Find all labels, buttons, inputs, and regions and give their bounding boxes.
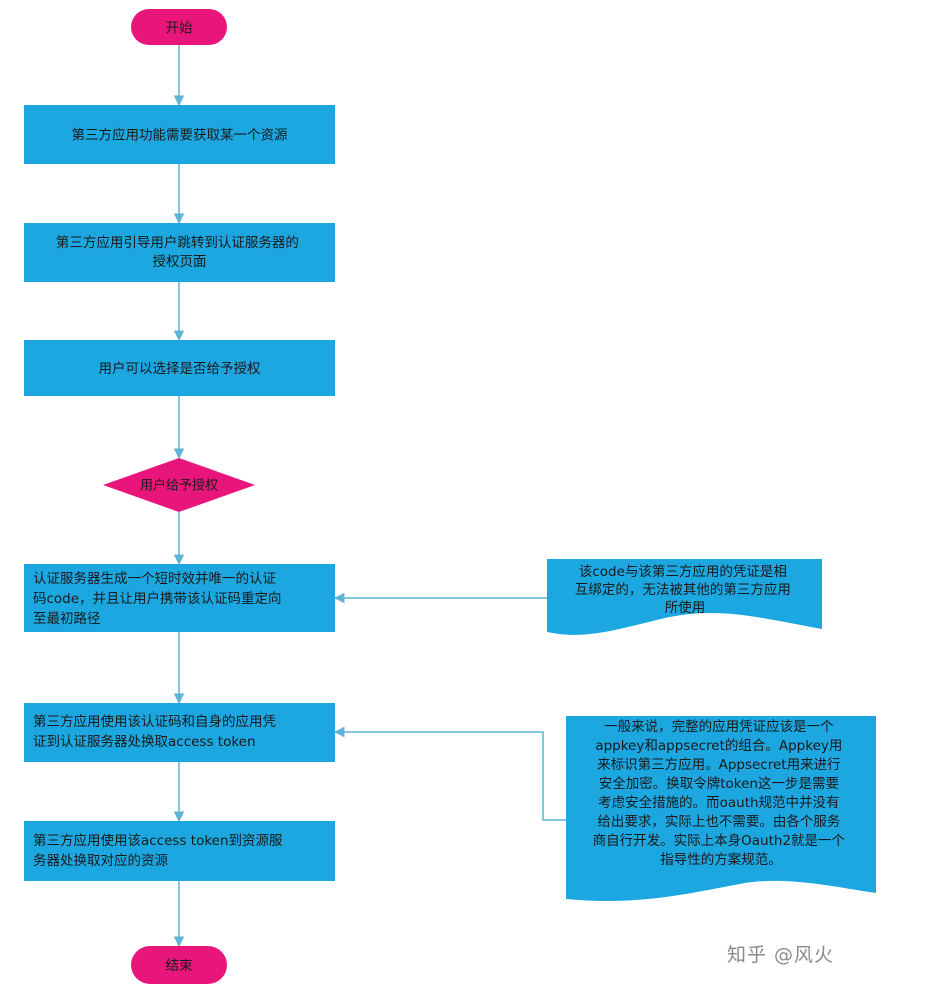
note-document-1: 该code与该第三方应用的凭证是相 互绑定的，无法被其他的第三方应用 所使用 [547, 559, 822, 635]
end-label: 结束 [166, 958, 193, 974]
process-step-6: 第三方应用使用该access token到资源服 务器处换取对应的资源 [24, 821, 335, 881]
process-step-5: 第三方应用使用该认证码和自身的应用凭 证到认证服务器处换取access toke… [24, 703, 335, 762]
note-document-2: 一般来说，完整的应用凭证应该是一个 appkey和appsecret的组合。Ap… [566, 716, 876, 901]
connector-note2-step5 [333, 726, 566, 821]
step2-text: 第三方应用引导用户跳转到认证服务器的 授权页面 [56, 234, 303, 270]
step6-text: 第三方应用使用该access token到资源服 务器处换取对应的资源 [33, 832, 287, 869]
start-label: 开始 [166, 21, 193, 37]
note2-text: 一般来说，完整的应用凭证应该是一个 appkey和appsecret的组合。Ap… [593, 718, 850, 868]
watermark: 知乎 @风火 [727, 944, 835, 966]
start-terminal: 开始 [131, 9, 227, 45]
step5-text: 第三方应用使用该认证码和自身的应用凭 证到认证服务器处换取access toke… [33, 713, 280, 750]
decision-text: 用户给予授权 [140, 478, 218, 494]
process-step-4: 认证服务器生成一个短时效并唯一的认证 码code，并且让用户携带该认证码重定向 … [24, 564, 335, 632]
step4-text: 认证服务器生成一个短时效并唯一的认证 码code，并且让用户携带该认证码重定向 … [33, 571, 286, 627]
end-terminal: 结束 [131, 946, 227, 984]
process-step-1: 第三方应用功能需要获取某一个资源 [24, 105, 335, 164]
process-step-2: 第三方应用引导用户跳转到认证服务器的 授权页面 [24, 223, 335, 282]
flow-connectors [173, 45, 566, 948]
decision-diamond: 用户给予授权 [103, 458, 255, 512]
note1-text: 该code与该第三方应用的凭证是相 互绑定的，无法被其他的第三方应用 所使用 [575, 563, 795, 616]
step3-text: 用户可以选择是否给予授权 [99, 360, 261, 377]
step1-text: 第三方应用功能需要获取某一个资源 [72, 127, 288, 144]
process-step-3: 用户可以选择是否给予授权 [24, 340, 335, 396]
